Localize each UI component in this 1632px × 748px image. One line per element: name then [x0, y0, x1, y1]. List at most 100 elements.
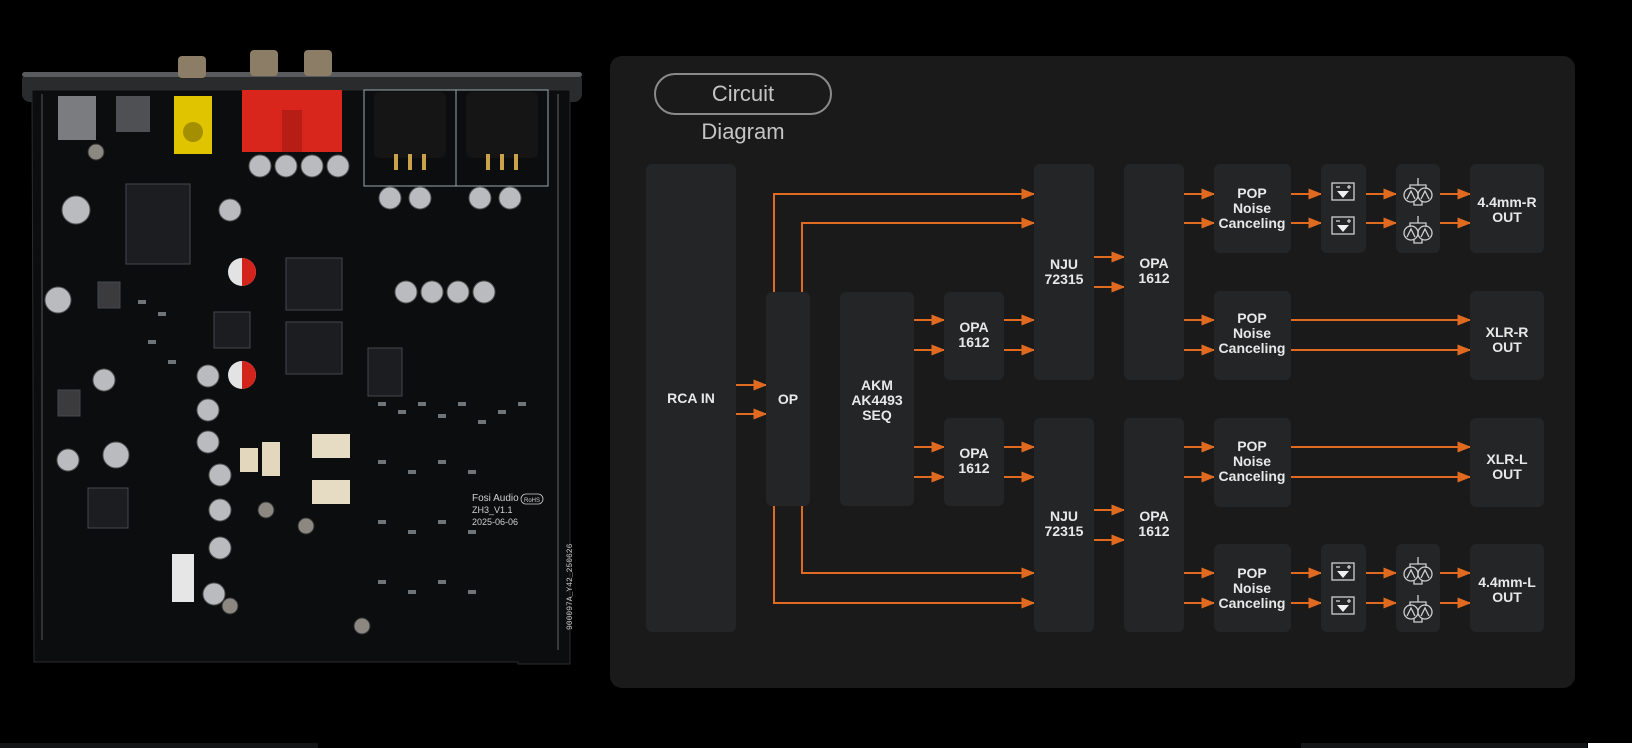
mcu-chip — [87, 487, 129, 529]
header-connector — [172, 554, 194, 602]
polymer-capacitor — [228, 258, 256, 389]
block-output-transistors-right — [1396, 164, 1440, 253]
pcb-photo: Fosi Audio ZH3_V1.1 2025-06-06 RoHS 9000… — [22, 50, 582, 665]
block-label-line: 1612 — [1138, 270, 1169, 286]
block-label-line: POP — [1237, 310, 1267, 326]
block-opamp-driver-left — [1321, 544, 1366, 632]
rca-jack-top — [178, 56, 206, 78]
block-label-line: Noise — [1233, 453, 1271, 469]
block-label-line: 72315 — [1045, 271, 1084, 287]
block-label-line: Canceling — [1219, 468, 1286, 484]
block-label-line: OUT — [1492, 466, 1522, 482]
block-output-transistors-left — [1396, 544, 1440, 632]
dc-jack — [58, 96, 96, 140]
relay — [312, 434, 350, 458]
opamp-socket — [285, 257, 343, 311]
wire — [773, 506, 1036, 609]
bluetooth-module — [125, 183, 191, 265]
block-label-line: Noise — [1233, 580, 1271, 596]
volume-chip — [367, 347, 403, 397]
silkscreen-brand: Fosi Audio — [472, 493, 519, 504]
bottom-edge-strip — [1301, 743, 1587, 748]
block-label-line: OUT — [1492, 339, 1522, 355]
block-label-line: 4.4mm-R — [1477, 194, 1536, 210]
bottom-edge-strip — [0, 743, 318, 748]
silkscreen-date: 2025-06-06 — [472, 517, 518, 527]
rca-jack-top — [250, 50, 278, 76]
block-label-line: 1612 — [958, 460, 989, 476]
block-label-line: XLR-L — [1486, 451, 1528, 467]
block-label-line: 4.4mm-L — [1478, 574, 1536, 590]
wire — [801, 217, 1036, 292]
block-label-line: Noise — [1233, 200, 1271, 216]
wire — [801, 506, 1036, 579]
rca-jack-top — [304, 50, 332, 76]
block-label-line: OPA — [959, 319, 988, 335]
bottom-edge-strip — [1588, 743, 1632, 748]
block-label-line: OPA — [1139, 255, 1168, 271]
block-label-line: Canceling — [1219, 595, 1286, 611]
block-label-line: POP — [1237, 565, 1267, 581]
block-label-line: POP — [1237, 185, 1267, 201]
block-label-line: 1612 — [958, 334, 989, 350]
block-label-line: OUT — [1492, 209, 1522, 225]
block-label-line: POP — [1237, 438, 1267, 454]
block-label-line: NJU — [1050, 256, 1078, 272]
silkscreen-rohs: RoHS — [524, 498, 540, 504]
block-label-line: OPA — [959, 445, 988, 461]
block-label-line: XLR-R — [1486, 324, 1529, 340]
block-label-line: Canceling — [1219, 215, 1286, 231]
block-label: OP — [778, 391, 798, 407]
wire — [773, 188, 1036, 292]
silkscreen-serial: 900097A_Y42_250626 — [566, 543, 575, 630]
capacitor-group — [44, 154, 522, 606]
diagram-title: Circuit Diagram — [654, 73, 832, 144]
block-label-line: AKM — [861, 377, 893, 393]
block-label-line: Noise — [1233, 325, 1271, 341]
block-label-line: Canceling — [1219, 340, 1286, 356]
relay — [312, 480, 350, 504]
block-label-line: 72315 — [1045, 523, 1084, 539]
block-label-line: OP — [778, 391, 798, 407]
xlr-connector — [374, 92, 446, 158]
signal-wires — [736, 188, 1472, 609]
block-label-line: NJU — [1050, 508, 1078, 524]
block-label-line: AK4493 — [851, 392, 903, 408]
xlr-connector — [466, 92, 538, 158]
dac-chip — [213, 311, 251, 349]
silkscreen-model: ZH3_V1.1 — [472, 505, 513, 515]
block-opamp-driver-right — [1321, 164, 1366, 253]
block-label-line: RCA IN — [667, 390, 715, 406]
opamp-socket — [285, 321, 343, 375]
block-op: OP — [766, 292, 810, 506]
